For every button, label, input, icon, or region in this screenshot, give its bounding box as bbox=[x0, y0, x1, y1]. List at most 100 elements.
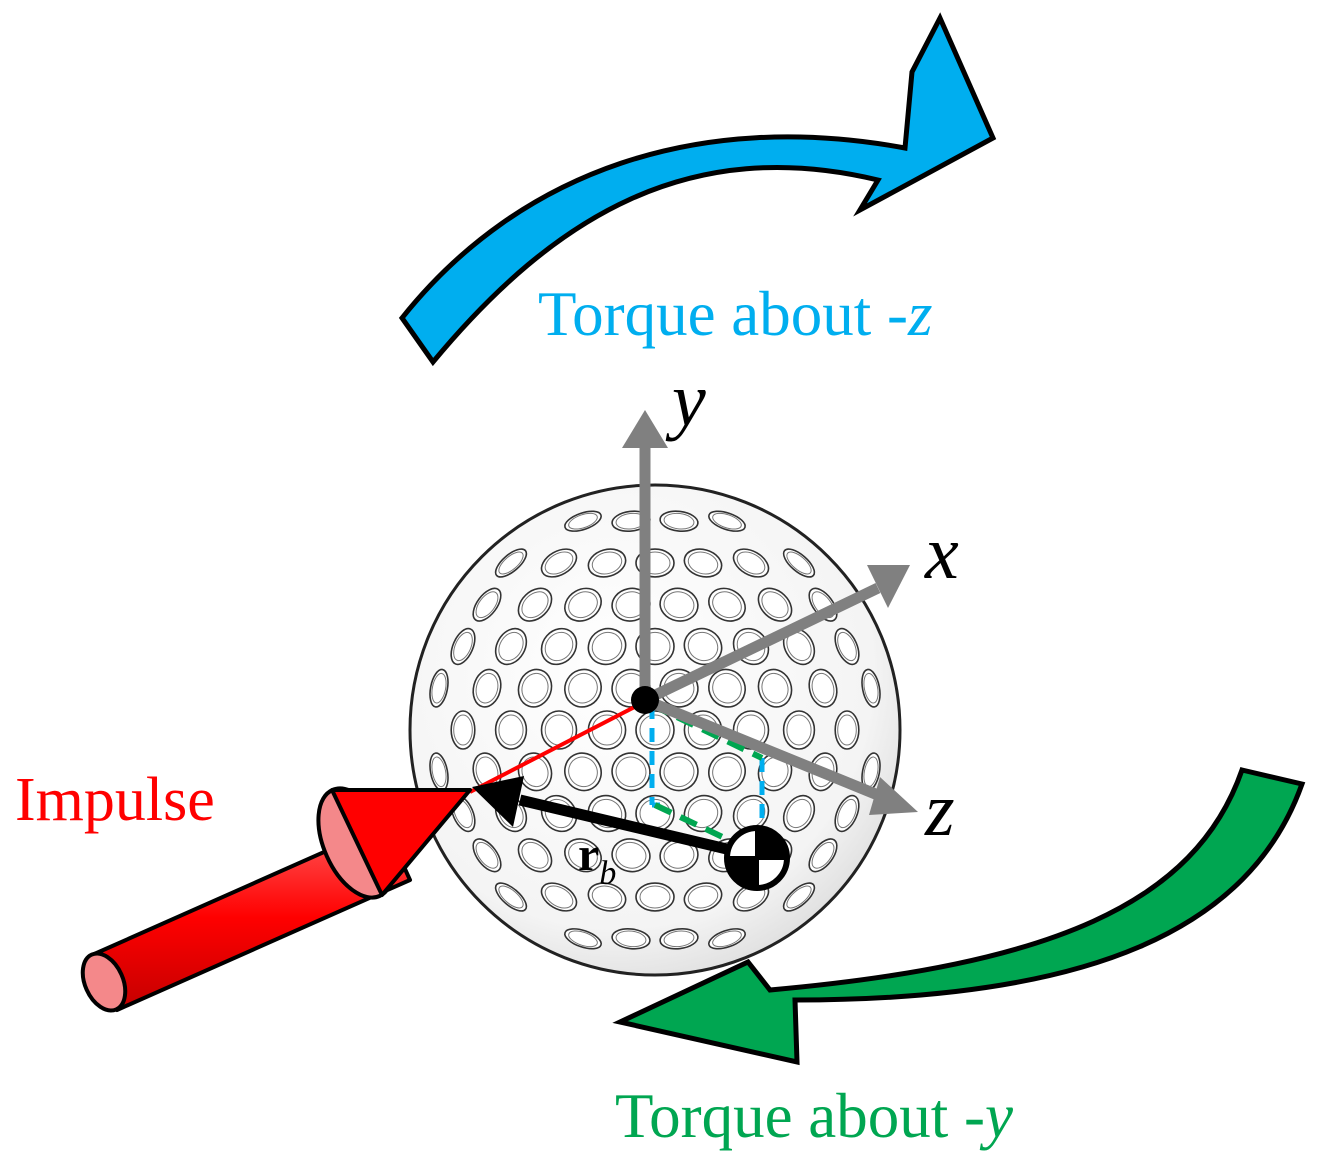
dimple bbox=[450, 627, 476, 666]
dimple-inner bbox=[475, 841, 499, 869]
dimple bbox=[540, 710, 578, 750]
dimple-inner bbox=[639, 714, 671, 746]
dimple-inner bbox=[687, 551, 719, 575]
dimple-inner bbox=[663, 930, 695, 948]
rb-label: rb bbox=[578, 828, 616, 892]
dimple-inner bbox=[736, 551, 766, 575]
torque-z-arrow bbox=[398, 12, 997, 367]
dimple-inner bbox=[712, 512, 742, 530]
dimple bbox=[611, 838, 651, 873]
dimple-inner bbox=[568, 756, 598, 788]
dimple-inner bbox=[591, 885, 623, 909]
torque-y-label: Torque about -y bbox=[615, 1081, 1013, 1151]
dimple bbox=[564, 668, 602, 708]
dimple-inner bbox=[712, 930, 742, 948]
dimple-inner bbox=[615, 930, 647, 948]
dimple-inner bbox=[453, 714, 473, 746]
dimple bbox=[540, 548, 578, 578]
dimple bbox=[683, 627, 723, 666]
impulse-tail-cap bbox=[80, 951, 128, 1013]
dimple bbox=[494, 882, 528, 912]
dimple-inner bbox=[453, 631, 473, 662]
dimple bbox=[808, 838, 838, 873]
dimple-inner bbox=[639, 885, 671, 909]
dimple-inner bbox=[568, 672, 598, 704]
dimple-inner bbox=[687, 885, 719, 909]
dimple-inner bbox=[837, 798, 857, 829]
dimple-inner bbox=[544, 551, 574, 575]
torque-y-arrow bbox=[612, 767, 1306, 1066]
dimple bbox=[635, 882, 675, 912]
dimple-inner bbox=[498, 551, 524, 575]
dimple-inner bbox=[663, 512, 695, 530]
dimple-inner bbox=[475, 672, 499, 704]
dimple bbox=[494, 710, 528, 750]
dimple-inner bbox=[568, 841, 598, 869]
dimple bbox=[472, 838, 502, 873]
dimple-inner bbox=[687, 631, 719, 662]
dimple-inner bbox=[521, 591, 549, 619]
dimple bbox=[517, 668, 553, 708]
dimple-inner bbox=[712, 672, 742, 704]
rb-vector-line bbox=[518, 794, 754, 861]
dimple-inner bbox=[568, 512, 598, 530]
dimple bbox=[782, 548, 816, 578]
dimple-inner bbox=[837, 714, 857, 746]
dimple bbox=[564, 510, 602, 532]
dimple bbox=[517, 587, 553, 622]
dimple bbox=[635, 710, 675, 750]
axis-y-arrowhead bbox=[622, 410, 668, 448]
axis-z-label: z bbox=[924, 768, 955, 852]
dimple bbox=[472, 587, 502, 622]
dimple-inner bbox=[431, 756, 447, 788]
dimple-inner bbox=[811, 591, 835, 619]
golf-ball bbox=[408, 483, 902, 977]
dimple bbox=[732, 548, 770, 578]
dimple bbox=[757, 587, 793, 622]
dimple bbox=[834, 794, 860, 833]
dimple-inner bbox=[591, 631, 623, 662]
axis-x-label: x bbox=[924, 511, 959, 595]
dimple bbox=[708, 928, 746, 950]
dimple-inner bbox=[568, 930, 598, 948]
impulse-cone bbox=[330, 788, 472, 897]
dimple-inner bbox=[498, 714, 524, 746]
impulse-label: Impulse bbox=[15, 766, 215, 834]
dimple-inner bbox=[712, 756, 742, 788]
golf-ball-dimples bbox=[429, 510, 881, 950]
axis-y-label: y bbox=[665, 358, 706, 442]
dimple-inner bbox=[837, 631, 857, 662]
dimple bbox=[540, 882, 578, 912]
dimple-inner bbox=[663, 756, 695, 788]
dimple-inner bbox=[498, 631, 524, 662]
axis-z-line bbox=[642, 694, 893, 806]
dimple-inner bbox=[863, 672, 879, 704]
dimple bbox=[494, 548, 528, 578]
axis-z-arrowhead bbox=[869, 777, 918, 815]
dimple bbox=[834, 710, 860, 750]
torque-z-label: Torque about -z bbox=[538, 279, 933, 349]
dimple bbox=[757, 668, 793, 708]
impulse-line bbox=[469, 698, 649, 794]
rb-vector-arrowhead bbox=[472, 776, 524, 827]
dimple-inner bbox=[475, 591, 499, 619]
dimple bbox=[587, 627, 627, 666]
dimple-inner bbox=[615, 841, 647, 869]
axis-x-line bbox=[642, 583, 881, 705]
dimple-inner bbox=[811, 672, 835, 704]
dimple bbox=[708, 510, 746, 532]
dimple-inner bbox=[736, 798, 766, 829]
dimple-inner bbox=[663, 591, 695, 619]
dimple-inner bbox=[498, 885, 524, 909]
dimple-inner bbox=[615, 756, 647, 788]
dimple bbox=[564, 928, 602, 950]
dimple-inner bbox=[591, 551, 623, 575]
axis-x-arrowhead bbox=[867, 565, 910, 608]
dimple bbox=[659, 752, 699, 792]
dimple-inner bbox=[761, 591, 789, 619]
dimple bbox=[450, 710, 476, 750]
dimple bbox=[611, 752, 651, 792]
dimple-inner bbox=[568, 591, 598, 619]
